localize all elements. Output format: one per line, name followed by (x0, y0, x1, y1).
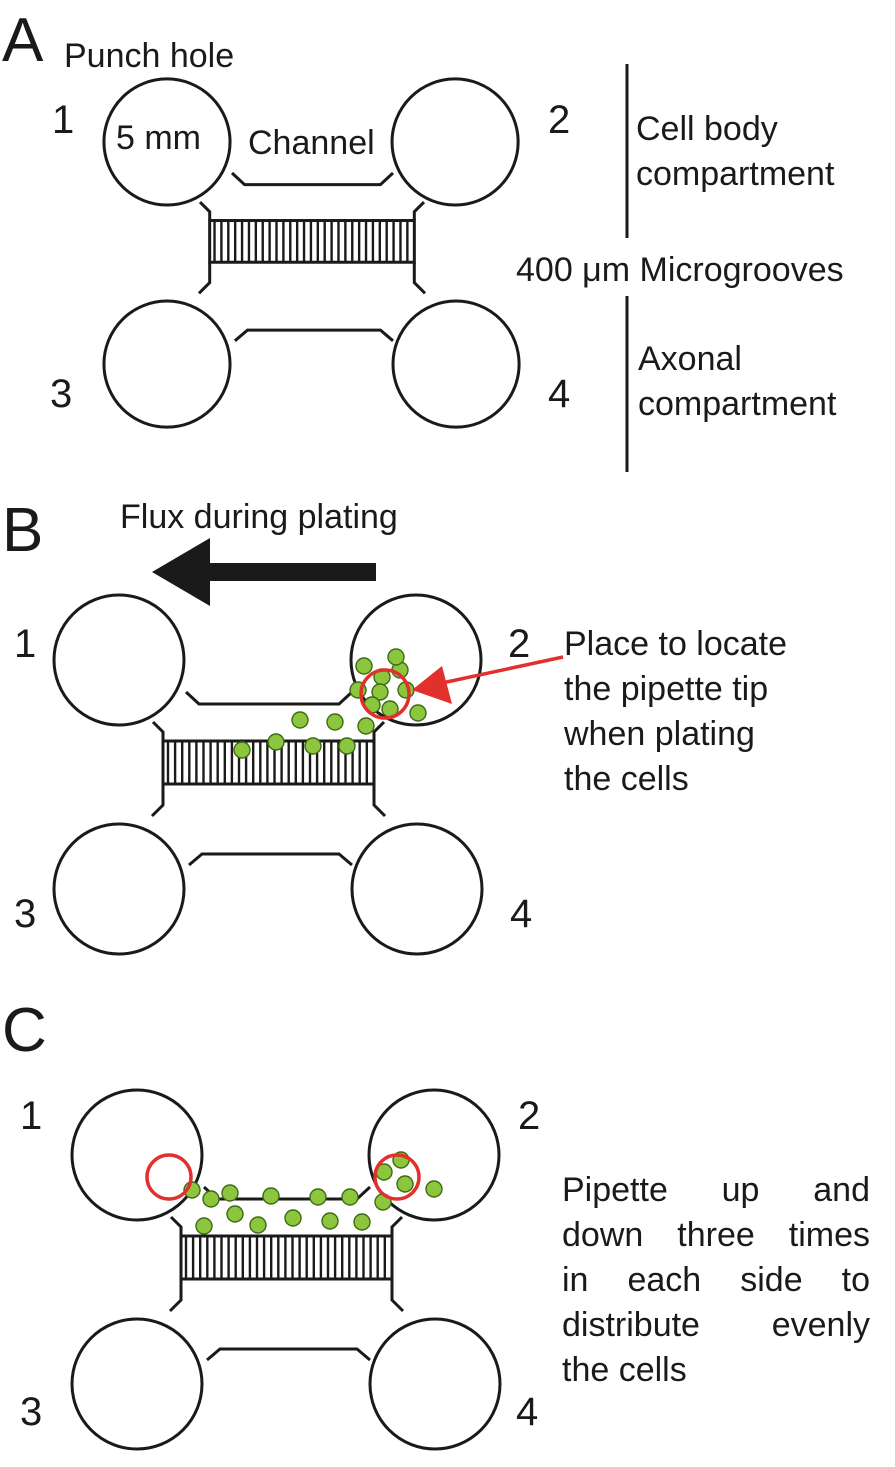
channel-label: Channel (248, 124, 375, 162)
panel-b-device-well-4 (350, 822, 484, 956)
panel-a-letter: A (2, 6, 44, 75)
panel-a-device-bottom-right-wall (412, 262, 427, 295)
panel-a-device (102, 77, 521, 429)
panel-c-device-bottom-left-wall (168, 1279, 183, 1313)
cell-body-label-line2: compartment (636, 155, 835, 193)
distributed-cell (309, 1188, 327, 1206)
plated-cell (233, 741, 251, 759)
plated-cell (304, 737, 322, 755)
cell-body-label-line1: Cell body (636, 110, 778, 148)
panel-c-letter: C (2, 996, 47, 1065)
distributed-cell (202, 1190, 220, 1208)
panel-b-device-top-left-wall (151, 720, 165, 741)
pipette-mixing-note-line: in each side to (562, 1261, 870, 1299)
panel-c-device-well-1 (70, 1088, 204, 1222)
panel-b-device (52, 593, 484, 956)
pipette-mixing-note-line: distribute evenly (562, 1306, 870, 1344)
panel-c-well-number-4: 4 (516, 1390, 539, 1434)
panel-c-device-top-right-wall (390, 1215, 404, 1236)
panel-a-device-well-2 (390, 77, 520, 207)
pipette-placement-note-line: the cells (564, 760, 689, 798)
panel-a-well-number-2: 2 (548, 98, 571, 142)
axonal-label-line1: Axonal (638, 340, 742, 378)
distributed-cell (226, 1205, 244, 1223)
pipette-mixing-marker-right (373, 1153, 421, 1201)
panel-c-device-bottom-right-wall (390, 1279, 405, 1313)
plated-cell (357, 717, 375, 735)
distributed-cell (321, 1212, 339, 1230)
plated-cell (326, 713, 344, 731)
distributed-cell (425, 1180, 443, 1198)
panel-a-well-number-3: 3 (50, 372, 73, 416)
panel-b-device-top-channel-edge (184, 690, 354, 706)
flux-direction-arrow (152, 538, 376, 606)
distributed-cell (195, 1217, 213, 1235)
panel-c-device (70, 1088, 502, 1451)
panel-c-well-number-2: 2 (518, 1094, 541, 1138)
panel-b-well-number-2: 2 (508, 622, 531, 666)
panel-c-well-number-3: 3 (20, 1390, 43, 1434)
pipette-location-arrow-head (412, 666, 452, 704)
pipette-mixing-note-line: the cells (562, 1351, 687, 1389)
plated-cell (338, 737, 356, 755)
panel-b-device-well-1 (52, 593, 186, 727)
plated-cell (291, 711, 309, 729)
panel-b-device-bottom-channel-edge (188, 852, 353, 867)
distributed-cell (284, 1209, 302, 1227)
distributed-cell (249, 1216, 267, 1234)
pipette-mixing-note: Pipette up and down three times in each … (562, 1168, 870, 1393)
panel-b-device-top-right-wall (372, 720, 386, 741)
panel-a-device-top-right-wall (412, 201, 426, 221)
pipette-placement-note-line: Place to locate (564, 625, 788, 663)
panel-c-device-top-left-wall (169, 1215, 183, 1236)
distributed-cell (396, 1175, 414, 1193)
panel-c-well-number-1: 1 (20, 1094, 43, 1138)
pipette-tip-location-marker (359, 668, 411, 720)
hole-size-label: 5 mm (116, 119, 201, 157)
pipette-placement-note: Place to locate the pipette tip when pla… (564, 622, 884, 802)
distributed-cell (353, 1213, 371, 1231)
plated-cell (267, 733, 285, 751)
panel-a-device-well-1 (102, 77, 232, 207)
panel-b-device-well-3 (52, 822, 186, 956)
panel-a-device-top-left-wall (198, 201, 212, 221)
plated-cell (409, 704, 427, 722)
panel-a-well-number-1: 1 (52, 98, 75, 142)
panel-a-device-bottom-left-wall (197, 262, 212, 295)
panel-b-well-number-3: 3 (14, 892, 37, 936)
panel-a-device-well-4 (391, 299, 521, 429)
pipette-placement-note-line: the pipette tip (564, 670, 769, 708)
microgrooves-label: 400 μm Microgrooves (516, 251, 844, 289)
panel-a-device-well-3 (102, 299, 232, 429)
panel-b-device-bottom-left-wall (150, 784, 165, 818)
panel-a-device-bottom-channel-edge (233, 328, 394, 342)
distributed-cell (221, 1184, 239, 1202)
pipette-mixing-marker-left (145, 1153, 193, 1201)
flux-label: Flux during plating (120, 498, 398, 536)
panel-c-device-well-3 (70, 1317, 204, 1451)
panel-c-device-bottom-channel-edge (206, 1347, 371, 1362)
punch-hole-label: Punch hole (64, 37, 235, 75)
panel-b-device-bottom-right-wall (372, 784, 387, 818)
plated-cell (355, 657, 373, 675)
plated-cell (371, 683, 389, 701)
panel-c-device-well-4 (368, 1317, 502, 1451)
panel-b-well-number-1: 1 (14, 622, 37, 666)
panel-b-well-number-4: 4 (510, 892, 533, 936)
pipette-location-arrow-shaft (441, 655, 564, 685)
pipette-mixing-note-line: down three times (562, 1216, 870, 1254)
distributed-cell (262, 1187, 280, 1205)
panel-a-well-number-4: 4 (548, 372, 571, 416)
pipette-mixing-note-line: Pipette up and (562, 1171, 870, 1209)
axonal-label-line2: compartment (638, 385, 837, 423)
panel-a-device-top-channel-edge (230, 171, 395, 187)
distributed-cell (341, 1188, 359, 1206)
pipette-placement-note-line: when plating (564, 715, 755, 753)
panel-b-letter: B (2, 496, 44, 565)
plated-cell (387, 648, 405, 666)
